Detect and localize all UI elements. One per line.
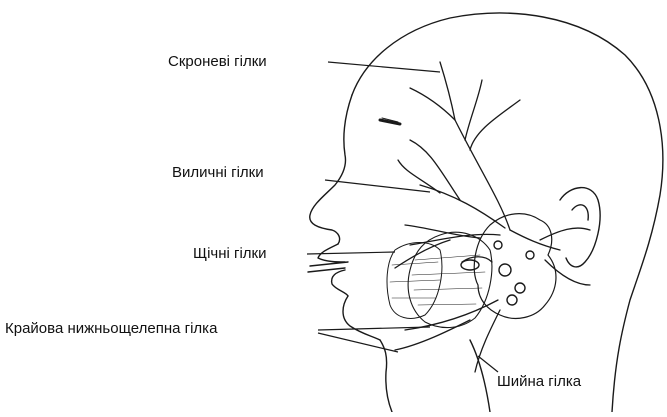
mouth-line (310, 262, 348, 266)
nerve-branches (395, 62, 590, 372)
ear (560, 188, 600, 267)
chin (343, 296, 380, 340)
mandibular-leader-lower (318, 333, 398, 352)
leader-lines (307, 62, 498, 372)
head-outline (352, 13, 663, 412)
buccal-branches-label: Щічні гілки (193, 245, 267, 263)
cervical-branch-label: Шийна гілка (497, 373, 581, 391)
zygomatic-leader (325, 180, 430, 192)
masseter-muscle (408, 232, 492, 327)
face-profile (310, 95, 352, 244)
jawline (380, 340, 392, 412)
neck-back (470, 340, 490, 412)
mandibular-branch-label: Крайова нижньощелепна гілка (5, 320, 217, 338)
temporal-leader (328, 62, 440, 72)
parotid-gland (474, 214, 556, 319)
lower-lip (332, 270, 348, 296)
temporal-branches-label: Скроневі гілки (168, 53, 267, 71)
buccal-leader (307, 252, 395, 254)
zygomatic-branches-label: Виличні гілки (172, 164, 264, 182)
